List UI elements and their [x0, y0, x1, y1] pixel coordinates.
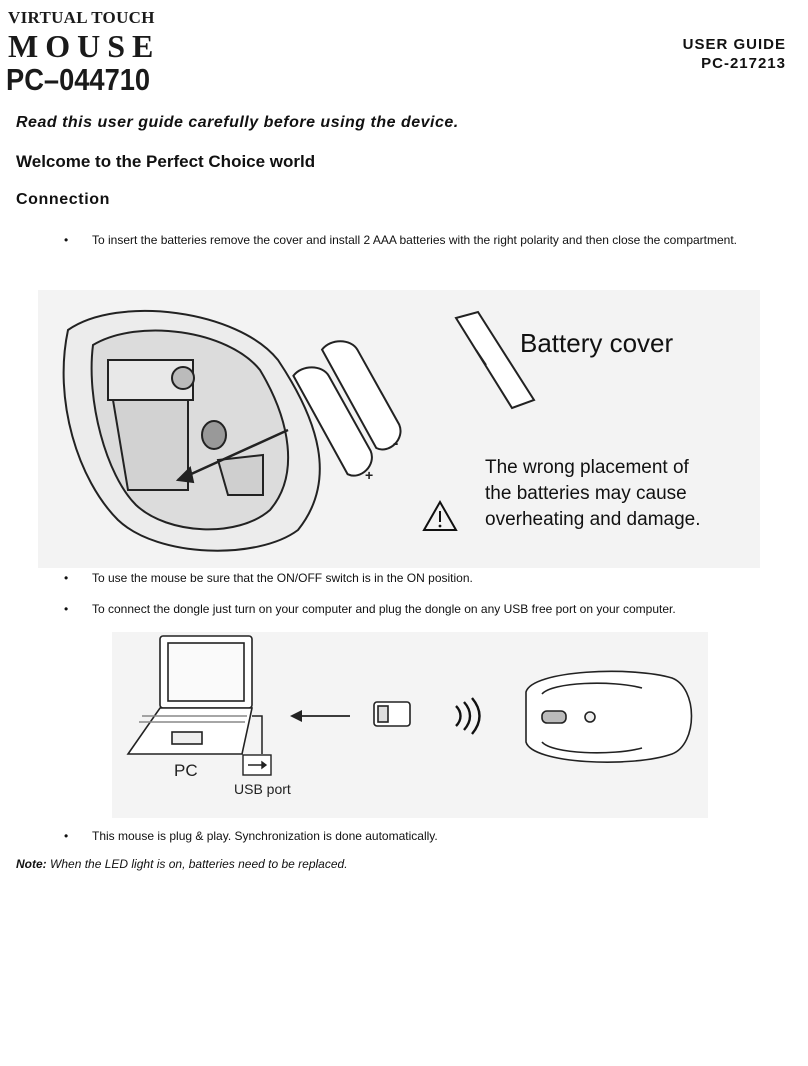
battery-figure: - + Battery cover The wrong placement of…: [38, 290, 760, 568]
bullet-dot: •: [64, 233, 69, 247]
guide-code: PC-217213: [701, 55, 786, 72]
bullet-text: To connect the dongle just turn on your …: [92, 602, 676, 616]
battery-cover-drawing: [454, 310, 536, 410]
laptop-drawing: [126, 635, 253, 755]
welcome-heading: Welcome to the Perfect Choice world: [16, 152, 316, 171]
bullet-dot: •: [64, 602, 69, 616]
bullet-text: To use the mouse be sure that the ON/OFF…: [92, 571, 473, 585]
wireless-signal-icon: [455, 697, 481, 735]
warning-triangle-icon: [422, 499, 458, 531]
bullet-text: This mouse is plug & play. Synchronizati…: [92, 829, 438, 843]
batteries-drawing: [292, 340, 402, 477]
guide-header: USER GUIDE PC-217213: [683, 35, 786, 73]
bullet-dongle: • To connect the dongle just turn on you…: [64, 601, 744, 618]
battery-plus-sign: +: [365, 467, 373, 483]
usb-icon: [242, 754, 272, 776]
battery-minus-sign: -: [393, 435, 398, 452]
dongle-drawing: [373, 701, 411, 727]
bullet-text: To insert the batteries remove the cover…: [92, 233, 738, 247]
brand-name: MOUSE: [8, 28, 161, 64]
warning-line-2: the batteries may cause: [485, 483, 687, 504]
battery-cover-label: Battery cover: [520, 328, 674, 358]
pc-label: PC: [174, 761, 198, 780]
arrow-left-icon: [290, 710, 350, 722]
usb-leader-line: [252, 715, 263, 754]
section-title: Connection: [16, 191, 110, 208]
warning-line-3: overheating and damage.: [485, 509, 701, 530]
connection-figure: PC USB port: [112, 632, 708, 818]
bullet-switch: • To use the mouse be sure that the ON/O…: [64, 570, 744, 587]
brand-tagline: VIRTUAL TOUCH: [8, 8, 155, 27]
mouse-underside-drawing: [62, 309, 321, 552]
note-label: Note:: [16, 857, 47, 871]
note-text: When the LED light is on, batteries need…: [50, 857, 348, 871]
bullet-batteries: • To insert the batteries remove the cov…: [64, 232, 744, 249]
model-code: PC–044710: [6, 62, 151, 97]
guide-title: USER GUIDE: [682, 36, 786, 53]
warning-line-1: The wrong placement of: [485, 457, 690, 478]
usb-port-label: USB port: [234, 781, 291, 797]
bullet-dot: •: [64, 829, 69, 843]
read-notice: Read this user guide carefully before us…: [16, 114, 459, 131]
note: Note: When the LED light is on, batterie…: [16, 857, 348, 871]
mouse-top-drawing: [525, 670, 693, 763]
bullet-plug-play: • This mouse is plug & play. Synchroniza…: [64, 828, 744, 845]
bullet-dot: •: [64, 571, 69, 585]
